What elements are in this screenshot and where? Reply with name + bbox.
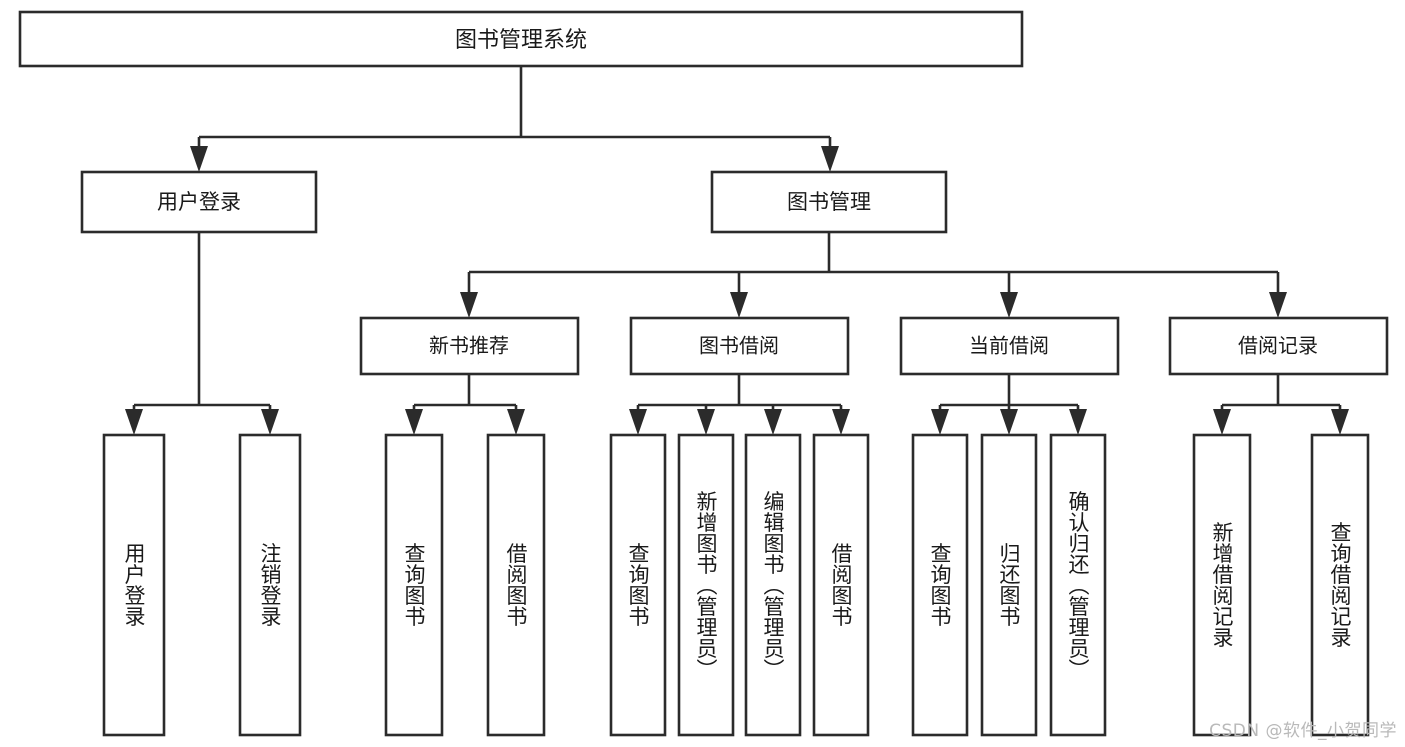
leaf-node[interactable]: 新增借阅记录 xyxy=(1192,433,1252,737)
connector-group-current-borrow-leaves xyxy=(931,374,1087,435)
arrowhead-book-borrow xyxy=(730,292,748,318)
leaf-nb-borrow-label: 借阅图书 xyxy=(504,543,528,627)
node-book-manage[interactable]: 图书管理 xyxy=(710,170,948,234)
node-root-label: 图书管理系统 xyxy=(455,28,587,53)
leaf-node[interactable]: 确认归还（管理员） xyxy=(1049,433,1107,737)
leaf-cb-confirm-label: 确认归还（管理员） xyxy=(1066,491,1090,680)
leaf-node[interactable]: 查询图书 xyxy=(911,433,969,737)
arrowhead-current-borrow xyxy=(1000,292,1018,318)
node-book-manage-box[interactable] xyxy=(710,170,948,234)
leaf-user-login-box[interactable] xyxy=(102,433,166,737)
connector-group-book-borrow-leaves xyxy=(629,374,850,435)
connector-group-book-manage xyxy=(460,232,1287,318)
leaf-nb-query-label: 查询图书 xyxy=(402,543,426,627)
arrowhead-new-book xyxy=(460,292,478,318)
leaf-br-query-label: 查询借阅记录 xyxy=(1328,522,1352,648)
connector-group-borrow-record-leaves xyxy=(1213,374,1349,435)
arrowhead-leaf-cb-confirm xyxy=(1069,409,1087,435)
leaf-bb-borrow-box[interactable] xyxy=(812,433,870,737)
leaf-node[interactable]: 注销登录 xyxy=(238,433,302,737)
node-borrow-record[interactable]: 借阅记录 xyxy=(1168,316,1389,376)
arrowhead-user-login xyxy=(190,146,208,172)
arrowhead-leaf-logout xyxy=(261,409,279,435)
node-borrow-record-box[interactable] xyxy=(1168,316,1389,376)
leaf-node[interactable]: 编辑图书（管理员） xyxy=(744,433,802,737)
node-borrow-record-label: 借阅记录 xyxy=(1238,334,1318,358)
node-current-borrow-box[interactable] xyxy=(899,316,1120,376)
node-new-book-recommend-box[interactable] xyxy=(359,316,580,376)
arrowhead-leaf-nb-borrow xyxy=(507,409,525,435)
node-book-borrow-label: 图书借阅 xyxy=(699,334,779,358)
leaf-node[interactable]: 查询借阅记录 xyxy=(1310,433,1370,737)
leaf-cb-query-box[interactable] xyxy=(911,433,969,737)
leaf-cb-query-label: 查询图书 xyxy=(928,543,952,627)
leaf-logout-label: 注销登录 xyxy=(258,543,282,627)
arrowhead-leaf-nb-query xyxy=(405,409,423,435)
leaf-cb-return-label: 归还图书 xyxy=(997,543,1021,627)
arrowhead-leaf-br-add xyxy=(1213,409,1231,435)
leaf-bb-edit-label: 编辑图书（管理员） xyxy=(761,491,785,680)
leaf-cb-return-box[interactable] xyxy=(980,433,1038,737)
arrowhead-book-manage xyxy=(821,146,839,172)
leaf-node[interactable]: 用户登录 xyxy=(102,433,166,737)
arrowhead-borrow-record xyxy=(1269,292,1287,318)
node-root[interactable]: 图书管理系统 xyxy=(18,10,1024,68)
arrowhead-leaf-br-query xyxy=(1331,409,1349,435)
leaf-nb-query-box[interactable] xyxy=(384,433,444,737)
leaf-node[interactable]: 新增图书（管理员） xyxy=(677,433,735,737)
node-current-borrow[interactable]: 当前借阅 xyxy=(899,316,1120,376)
leaf-bb-edit-box[interactable] xyxy=(744,433,802,737)
node-book-borrow[interactable]: 图书借阅 xyxy=(629,316,850,376)
leaf-logout-box[interactable] xyxy=(238,433,302,737)
node-current-borrow-label: 当前借阅 xyxy=(969,334,1049,358)
arrowhead-leaf-bb-borrow xyxy=(832,409,850,435)
connector-group-new-book-leaves xyxy=(405,374,525,435)
node-book-manage-label: 图书管理 xyxy=(787,190,871,214)
leaf-node[interactable]: 借阅图书 xyxy=(486,433,546,737)
leaf-nb-borrow-box[interactable] xyxy=(486,433,546,737)
leaf-bb-add-box[interactable] xyxy=(677,433,735,737)
leaf-bb-query-box[interactable] xyxy=(609,433,667,737)
arrowhead-leaf-bb-add xyxy=(697,409,715,435)
leaf-bb-borrow-label: 借阅图书 xyxy=(829,543,853,627)
leaf-br-query-box[interactable] xyxy=(1310,433,1370,737)
leaf-node[interactable]: 查询图书 xyxy=(384,433,444,737)
leaf-br-add-box[interactable] xyxy=(1192,433,1252,737)
arrowhead-leaf-user-login xyxy=(125,409,143,435)
leaf-bb-add-label: 新增图书（管理员） xyxy=(694,491,718,680)
arrowhead-leaf-cb-query xyxy=(931,409,949,435)
connector-group-root xyxy=(190,66,839,172)
leaf-node[interactable]: 查询图书 xyxy=(609,433,667,737)
leaf-node[interactable]: 归还图书 xyxy=(980,433,1038,737)
arrowhead-leaf-cb-return xyxy=(1000,409,1018,435)
leaf-user-login-label: 用户登录 xyxy=(122,543,146,627)
node-user-login-label: 用户登录 xyxy=(157,190,241,214)
node-new-book-recommend[interactable]: 新书推荐 xyxy=(359,316,580,376)
leaf-node[interactable]: 借阅图书 xyxy=(812,433,870,737)
connector-group-user-login-leaves xyxy=(125,232,279,435)
node-root-box[interactable] xyxy=(18,10,1024,68)
node-new-book-recommend-label: 新书推荐 xyxy=(429,334,509,358)
arrowhead-leaf-bb-edit xyxy=(764,409,782,435)
node-user-login[interactable]: 用户登录 xyxy=(80,170,318,234)
leaf-bb-query-label: 查询图书 xyxy=(626,543,650,627)
node-book-borrow-box[interactable] xyxy=(629,316,850,376)
leaf-br-add-label: 新增借阅记录 xyxy=(1210,522,1234,648)
leaf-cb-confirm-box[interactable] xyxy=(1049,433,1107,737)
arrowhead-leaf-bb-query xyxy=(629,409,647,435)
